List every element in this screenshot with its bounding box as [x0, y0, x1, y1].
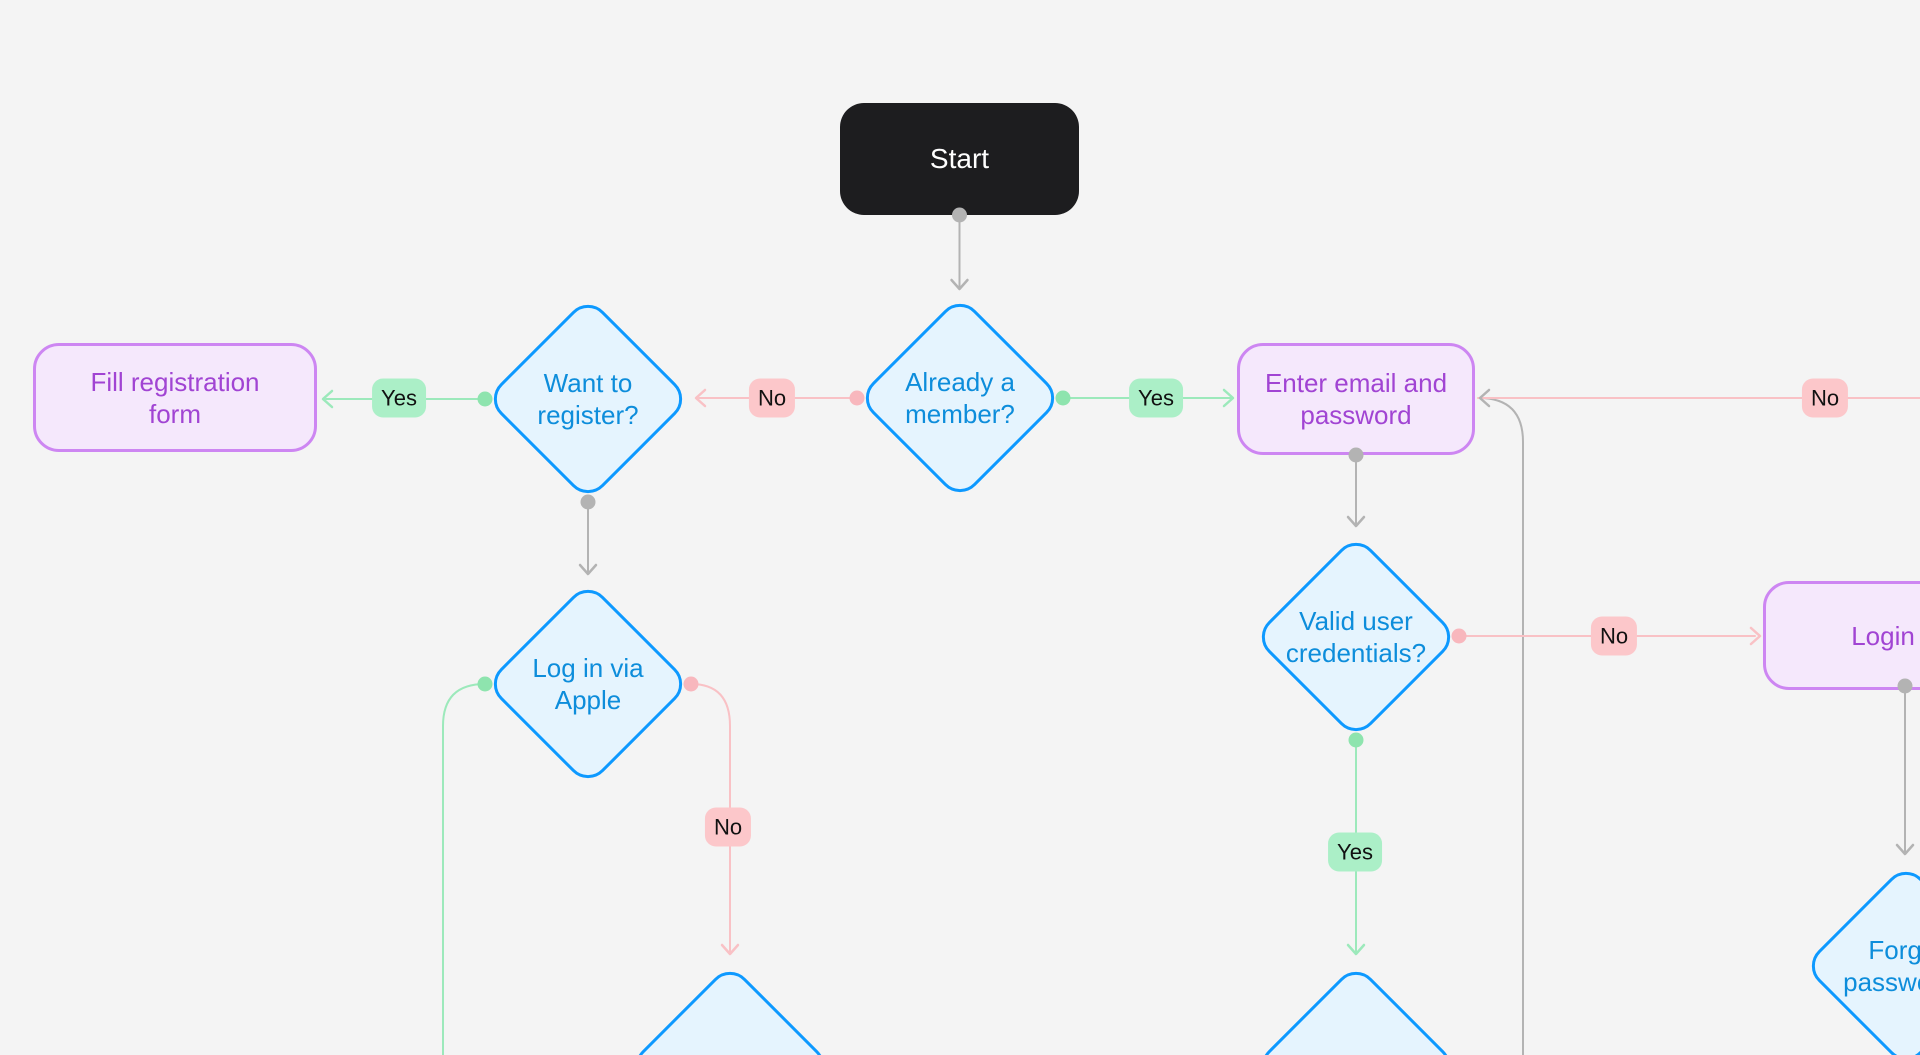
node-login[interactable]: Login: [1763, 581, 1920, 690]
arrowhead-already-no: [694, 388, 707, 408]
dot-apple-left: [477, 676, 493, 692]
node-enter-email[interactable]: Enter email and password: [1237, 343, 1475, 455]
node-start-label: Start: [929, 143, 990, 174]
dot-already-left: [849, 390, 865, 406]
node-fill-registration-label: Fill registration form: [90, 366, 260, 429]
node-login-apple[interactable]: Log in via Apple: [484, 580, 692, 788]
node-valid-credentials-label: Valid user credentials?: [1285, 606, 1427, 668]
node-want-register[interactable]: Want to register?: [484, 295, 692, 503]
edge-label-valid-no[interactable]: No: [1590, 616, 1638, 656]
arrowhead-into-enter-email-right: [1478, 388, 1491, 408]
arrowhead-want-apple: [578, 563, 598, 576]
node-login-label: Login: [1851, 620, 1915, 651]
node-forgot-password[interactable]: Forgot password?: [1802, 862, 1920, 1055]
node-fill-registration[interactable]: Fill registration form: [33, 343, 317, 452]
edge-apple-no: [690, 683, 731, 954]
edge-label-already-yes[interactable]: Yes: [1129, 378, 1183, 418]
arrowhead-enter-valid: [1346, 515, 1366, 528]
edge-label-want-yes[interactable]: Yes: [372, 378, 426, 418]
arrowhead-login-forgot: [1895, 843, 1915, 856]
dot-start-bottom: [952, 207, 967, 223]
dot-valid-right: [1451, 628, 1467, 644]
node-login-apple-label: Log in via Apple: [532, 653, 644, 715]
arrowhead-want-yes: [321, 389, 334, 409]
node-want-register-label: Want to register?: [537, 368, 639, 430]
node-already-member[interactable]: Already a member?: [856, 294, 1064, 502]
edge-apple-yes: [442, 683, 486, 1055]
edge-label-valid-yes[interactable]: Yes: [1328, 832, 1382, 872]
edge-label-apple-no[interactable]: No: [704, 807, 752, 847]
edge-label-already-no[interactable]: No: [748, 378, 796, 418]
arrowhead-valid-no: [1749, 626, 1762, 646]
arrowhead-already-yes: [1222, 388, 1235, 408]
node-already-member-label: Already a member?: [905, 367, 1015, 429]
dot-valid-bottom: [1348, 732, 1364, 748]
arrowhead-apple-no: [720, 943, 740, 956]
node-enter-email-label: Enter email and password: [1264, 368, 1448, 430]
arrowhead-start-already: [950, 278, 969, 291]
dot-want-bottom: [580, 494, 596, 510]
node-start[interactable]: Start: [840, 103, 1079, 215]
dot-login-bottom: [1897, 678, 1913, 694]
dot-enter-email-bottom: [1348, 447, 1364, 463]
edge-label-offscreen-no[interactable]: No: [1801, 378, 1849, 418]
arrowhead-valid-yes: [1346, 943, 1366, 956]
dot-apple-right: [683, 676, 699, 692]
node-forgot-password-label: Forgot password?: [1843, 935, 1920, 997]
node-valid-credentials[interactable]: Valid user credentials?: [1252, 533, 1460, 741]
dot-already-right: [1055, 390, 1071, 406]
dot-want-left: [477, 391, 493, 407]
